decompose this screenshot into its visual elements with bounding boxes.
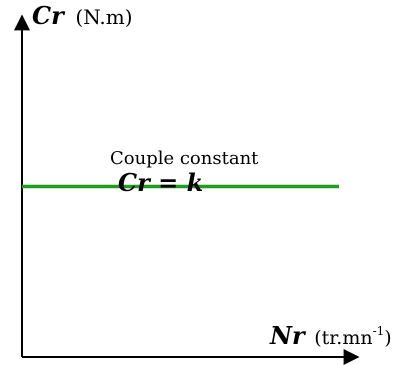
x-axis-unit-close: ): [384, 327, 391, 349]
y-axis-unit: (N.m): [75, 5, 132, 29]
y-axis-symbol: Cr: [32, 1, 66, 30]
x-axis-label: Nr (tr.mn-1): [269, 321, 392, 350]
x-axis-unit-exponent: -1: [373, 324, 385, 338]
x-axis-unit-base: (tr.mn: [314, 327, 372, 349]
formula-op: =: [150, 168, 187, 197]
x-axis-symbol: Nr: [269, 321, 307, 350]
formula-right: k: [187, 168, 204, 197]
y-axis-label: Cr (N.m): [32, 1, 133, 30]
formula-left: Cr: [118, 168, 152, 197]
annotation-formula: Cr = k: [118, 168, 203, 197]
annotation-caption: Couple constant: [110, 148, 259, 169]
